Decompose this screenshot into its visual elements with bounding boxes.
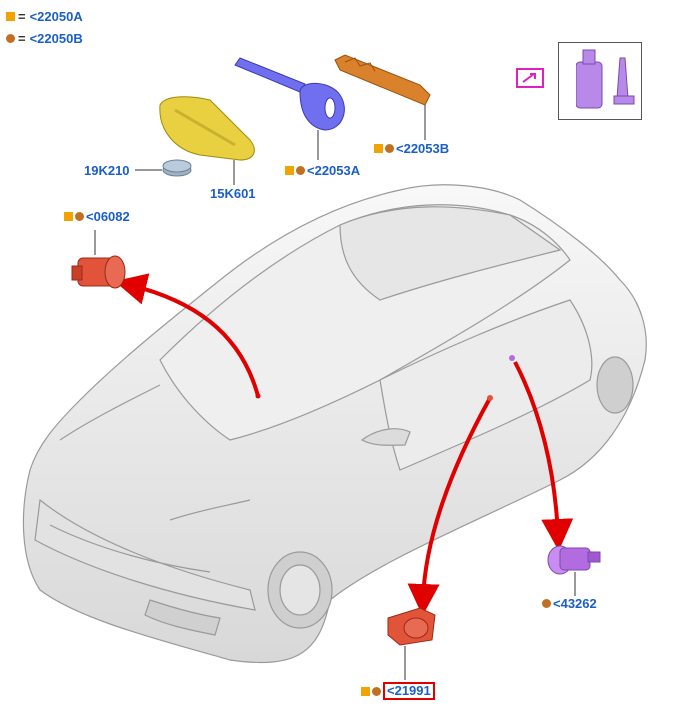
circle-marker-icon [6,34,15,43]
callout-lock-bottom[interactable]: <21991 [361,682,435,700]
callout-code: 15K601 [210,186,256,201]
legend-code-b[interactable]: <22050B [29,31,83,46]
key-icon[interactable] [334,54,431,106]
callout-code: <22053B [396,141,450,156]
car-body-icon [22,184,647,664]
callout-code: 19K210 [84,163,130,178]
anchor-dot [509,355,515,361]
circle-marker-icon [542,599,551,608]
square-marker-icon [6,12,15,21]
callout-code: <43262 [553,596,597,611]
callout-lock-top[interactable]: <06082 [64,209,130,224]
circle-marker-icon [372,686,381,696]
circle-marker-icon [75,212,84,221]
callout-battery[interactable]: 19K210 [84,163,130,178]
lock-cylinder-icon[interactable] [387,607,436,646]
callout-key-blue[interactable]: <22053A [285,163,360,178]
key-icon[interactable] [234,57,345,131]
square-marker-icon [374,144,383,153]
legend-eq: = [18,31,26,46]
square-marker-icon [285,166,294,175]
battery-icon[interactable] [162,159,192,177]
adhesive-kit-icon[interactable] [576,48,638,112]
remote-fob-icon[interactable] [159,96,255,161]
square-marker-icon [361,686,370,696]
callout-lock-right[interactable]: <43262 [542,596,597,611]
callout-key-orange[interactable]: <22053B [374,141,449,156]
lock-cylinder-icon[interactable] [71,255,126,289]
legend-row-b: = <22050B [6,31,83,46]
callout-remote[interactable]: 15K601 [210,186,256,201]
legend-eq: = [18,9,26,24]
callout-code: <22053A [307,163,361,178]
callout-code-highlighted: <21991 [383,682,435,700]
anchor-dot [487,395,493,401]
circle-marker-icon [385,144,394,153]
pointer-arrows [114,273,574,616]
circle-marker-icon [296,166,305,175]
legend-row-a: = <22050A [6,9,83,24]
lock-cylinder-icon[interactable] [547,545,601,575]
square-marker-icon [64,212,73,221]
anchor-dot [255,393,261,399]
edit-icon[interactable] [516,68,544,88]
callout-code: <06082 [86,209,130,224]
legend-code-a[interactable]: <22050A [29,9,83,24]
